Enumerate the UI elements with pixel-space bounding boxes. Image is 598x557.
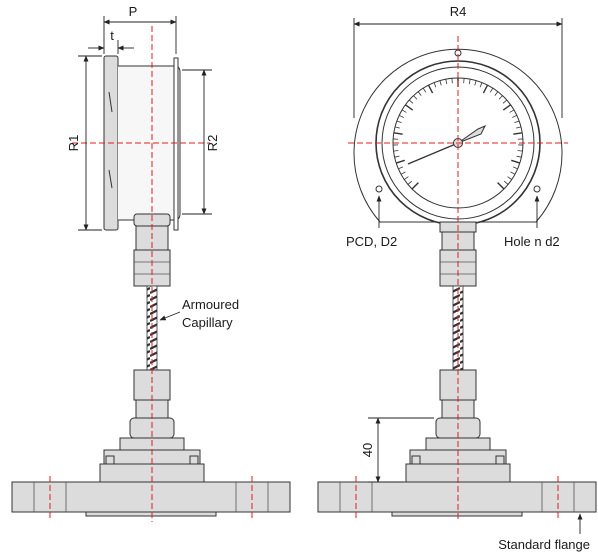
flange-face: [391, 511, 523, 517]
dial-tick: [394, 155, 400, 158]
dial-tick: [394, 126, 400, 129]
dial-tick: [516, 155, 522, 158]
dial-tick: [411, 182, 419, 190]
dial-tick: [408, 99, 414, 104]
dial-tick: [507, 176, 512, 180]
capillary-label: Capillary: [182, 315, 233, 330]
dial-tick: [516, 126, 522, 129]
dial-tick: [482, 84, 489, 94]
dial-tick: [398, 166, 404, 170]
dial-tick: [497, 182, 505, 190]
dial-tick: [479, 82, 483, 88]
dim-40-label: 40: [360, 443, 375, 457]
dial-tick: [413, 95, 418, 100]
pointer-tail: [457, 125, 487, 144]
dial-tick: [512, 166, 518, 170]
dial-tick: [498, 95, 503, 100]
dial-tick: [494, 91, 499, 96]
armoured-label: Armoured: [182, 297, 239, 312]
dial-tick: [445, 79, 448, 85]
dial-tick: [422, 87, 427, 93]
dial-tick: [427, 84, 434, 94]
dial-tick: [433, 82, 437, 88]
dial-tick: [502, 99, 508, 104]
dial-tick: [513, 132, 523, 135]
bolt-head: [411, 455, 421, 465]
mounting-hole-left: [375, 185, 383, 193]
standard-flange: [317, 481, 597, 513]
dial-tick: [399, 114, 404, 118]
dial-tick: [407, 180, 413, 185]
dial-tick: [511, 159, 521, 164]
dial-tick: [514, 120, 520, 124]
hole-label: Hole n d2: [504, 234, 560, 249]
bezel-slot: [108, 169, 113, 189]
dim-r4-label: R4: [450, 4, 467, 19]
dial-tick: [393, 132, 403, 135]
front-view: R4 PCD, D2 Hole n d2 40 Standard flange: [317, 4, 597, 552]
bolt-head: [105, 455, 115, 465]
dial-tick: [503, 180, 509, 185]
dim-r1-label: R1: [66, 135, 81, 152]
standard-flange: [11, 481, 291, 513]
dim-p-label: P: [129, 4, 138, 19]
dial-tick: [404, 176, 409, 180]
side-view: P t R1 R2 Armoured Capillary: [11, 4, 291, 522]
back-flange: [173, 57, 179, 231]
dial-tick: [474, 80, 477, 86]
dim-r2-label: R2: [205, 135, 220, 152]
dial-tick: [439, 80, 442, 86]
dim-t-label: t: [110, 28, 114, 43]
standard-flange-label: Standard flange: [498, 537, 590, 552]
bolt-head: [189, 455, 199, 465]
dial-tick: [400, 171, 406, 175]
pointer: [407, 142, 459, 165]
dial-tick: [401, 109, 407, 113]
dial-tick: [512, 114, 517, 118]
dial-tick: [502, 104, 511, 111]
dial-tick: [393, 150, 399, 152]
dial-tick: [395, 159, 405, 164]
dial-tick: [510, 171, 516, 175]
dial-tick: [509, 109, 515, 113]
bolt-head: [495, 455, 505, 465]
dial-tick: [517, 150, 523, 152]
dial-tick: [396, 120, 402, 124]
mounting-hole-right: [533, 185, 541, 193]
dial-tick: [489, 87, 494, 93]
bezel-slot: [108, 91, 113, 113]
flange-face: [85, 511, 217, 517]
dial-tick: [417, 91, 422, 96]
dial-tick: [405, 104, 414, 111]
dial-tick: [468, 79, 471, 85]
pcd-label: PCD, D2: [346, 234, 397, 249]
